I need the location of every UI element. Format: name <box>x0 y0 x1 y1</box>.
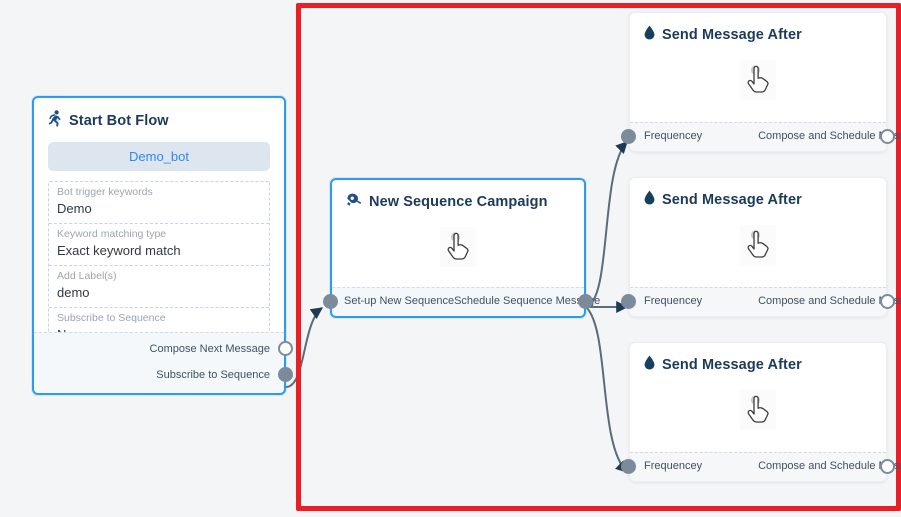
port-row-campaign[interactable]: Set-up New Sequence Schedule Sequence Me… <box>323 288 600 314</box>
field-add-labels[interactable]: Add Label(s) demo <box>49 266 269 308</box>
field-keyword-matching-type[interactable]: Keyword matching type Exact keyword matc… <box>49 224 269 266</box>
output-port-compose-and-schedule-message[interactable] <box>880 294 895 309</box>
port-row-send-message-2[interactable]: Frequencey Compose and Schedule Message <box>621 288 901 314</box>
input-port-set-up-new-sequence[interactable] <box>323 294 338 309</box>
input-label-set-up-new-sequence: Set-up New Sequence <box>344 295 455 307</box>
node-new-sequence-campaign[interactable]: New Sequence Campaign Set-up New Sequenc… <box>323 178 600 318</box>
node-new-sequence-campaign-body <box>332 218 584 276</box>
node-new-sequence-campaign-footer: Set-up New Sequence Schedule Sequence Me… <box>323 287 600 316</box>
output-label-compose-and-schedule-message: Compose and Schedule Message <box>758 130 901 142</box>
field-label: Keyword matching type <box>57 228 167 240</box>
node-start-bot-flow-header: Start Bot Flow <box>34 98 284 138</box>
field-value: demo <box>57 285 90 300</box>
input-label-frequencey: Frequencey <box>644 130 703 142</box>
output-port-compose-and-schedule-message[interactable] <box>880 459 895 474</box>
output-row-compose-next-message[interactable]: Compose Next Message <box>34 336 293 362</box>
water-drop-icon <box>644 25 655 45</box>
node-send-message-after-2-body <box>630 216 886 274</box>
output-row-subscribe-to-sequence[interactable]: Subscribe to Sequence <box>34 362 293 388</box>
node-start-bot-flow-title: Start Bot Flow <box>69 113 169 129</box>
field-label: Subscribe to Sequence <box>57 312 166 324</box>
node-start-bot-flow[interactable]: Start Bot Flow Demo_bot Bot trigger keyw… <box>32 96 293 395</box>
node-send-message-after-2-title: Send Message After <box>662 192 802 208</box>
output-label-compose-next-message: Compose Next Message <box>149 343 270 355</box>
input-label-frequencey: Frequencey <box>644 295 703 307</box>
output-port-compose-and-schedule-message[interactable] <box>880 129 895 144</box>
hand-pointer-icon <box>740 60 776 100</box>
node-send-message-after-2-header: Send Message After <box>630 178 886 216</box>
hand-pointer-icon <box>740 225 776 265</box>
node-new-sequence-campaign-title: New Sequence Campaign <box>369 194 548 210</box>
port-row-send-message-1[interactable]: Frequencey Compose and Schedule Message <box>621 123 901 149</box>
running-person-icon <box>48 110 62 132</box>
field-value: Exact keyword match <box>57 243 181 258</box>
node-send-message-after-3-title: Send Message After <box>662 357 802 373</box>
hand-pointer-icon <box>740 390 776 430</box>
output-port-subscribe-to-sequence[interactable] <box>278 367 293 382</box>
node-send-message-after-2-footer: Frequencey Compose and Schedule Message <box>621 287 901 316</box>
node-send-message-after-3-body <box>630 381 886 439</box>
field-value: Demo <box>57 201 92 216</box>
hand-pointer-icon <box>440 227 476 267</box>
input-port-frequencey[interactable] <box>621 459 636 474</box>
node-send-message-after-1[interactable]: Send Message After Frequencey Compose an… <box>621 12 901 152</box>
field-label: Add Label(s) <box>57 270 117 282</box>
water-drop-icon <box>644 355 655 375</box>
node-send-message-after-1-footer: Frequencey Compose and Schedule Message <box>621 122 901 151</box>
node-send-message-after-1-body <box>630 51 886 109</box>
node-send-message-after-3[interactable]: Send Message After Frequencey Compose an… <box>621 342 901 482</box>
output-label-compose-and-schedule-message: Compose and Schedule Message <box>758 460 901 472</box>
node-start-bot-flow-body: Demo_bot Bot trigger keywords Demo Keywo… <box>34 142 284 356</box>
input-port-frequencey[interactable] <box>621 294 636 309</box>
output-label-schedule-sequence-message: Schedule Sequence Message <box>454 295 601 307</box>
output-port-compose-next-message[interactable] <box>278 341 293 356</box>
input-label-frequencey: Frequencey <box>644 460 703 472</box>
output-label-compose-and-schedule-message: Compose and Schedule Message <box>758 295 901 307</box>
port-row-send-message-3[interactable]: Frequencey Compose and Schedule Message <box>621 453 901 479</box>
field-label: Bot trigger keywords <box>57 186 153 198</box>
input-port-frequencey[interactable] <box>621 129 636 144</box>
node-send-message-after-1-title: Send Message After <box>662 27 802 43</box>
node-send-message-after-2[interactable]: Send Message After Frequencey Compose an… <box>621 177 901 317</box>
field-bot-trigger-keywords[interactable]: Bot trigger keywords Demo <box>49 182 269 224</box>
node-send-message-after-3-footer: Frequencey Compose and Schedule Message <box>621 452 901 481</box>
node-start-bot-flow-footer: Compose Next Message Subscribe to Sequen… <box>34 332 293 393</box>
node-send-message-after-3-header: Send Message After <box>630 343 886 381</box>
node-new-sequence-campaign-header: New Sequence Campaign <box>332 180 584 218</box>
red-highlight-rectangle <box>296 3 901 511</box>
output-port-schedule-sequence-message[interactable] <box>578 294 593 309</box>
megaphone-icon <box>346 192 362 212</box>
node-send-message-after-1-header: Send Message After <box>630 13 886 51</box>
output-label-subscribe-to-sequence: Subscribe to Sequence <box>156 369 270 381</box>
bot-fields-list: Bot trigger keywords Demo Keyword matchi… <box>48 181 270 350</box>
bot-name-pill[interactable]: Demo_bot <box>48 142 270 171</box>
water-drop-icon <box>644 190 655 210</box>
